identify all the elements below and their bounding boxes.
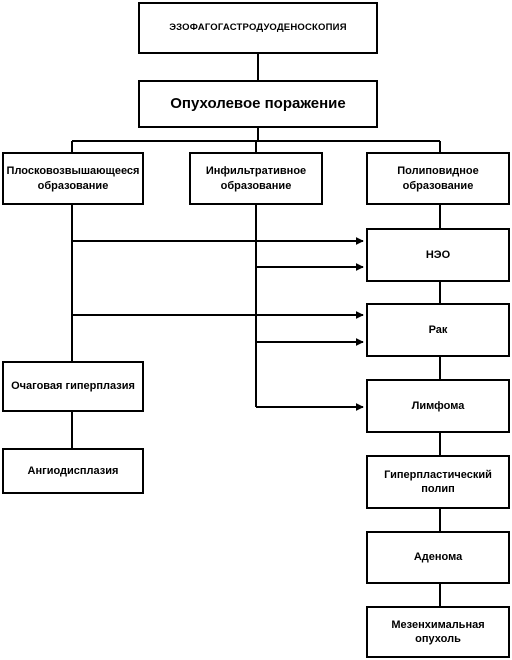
neo-node: НЭО <box>366 228 510 282</box>
tumor-lesion-node: Опухолевое поражение <box>138 80 378 128</box>
angiodysplasia-node: Ангиодисплазия <box>2 448 144 494</box>
tumor-lesion-label: Опухолевое поражение <box>170 95 346 113</box>
polypoid-node: Полиповидное образование <box>366 152 510 205</box>
infiltrative-label: Инфильтративное образование <box>205 165 307 192</box>
mesenchymal-tumor-label: Мезенхимальная опухоль <box>391 618 485 645</box>
root-node: ЭЗОФАГОГАСТРОДУОДЕНОСКОПИЯ <box>138 2 378 54</box>
cancer-node: Рак <box>366 303 510 357</box>
polypoid-label: Полиповидное образование <box>397 165 479 192</box>
focal-hyperplasia-label: Очаговая гиперплазия <box>11 380 135 393</box>
adenoma-node: Аденома <box>366 531 510 584</box>
cancer-label: Рак <box>428 323 448 336</box>
hyperplastic-polyp-label: Гиперпластический полип <box>384 468 492 495</box>
angiodysplasia-label: Ангиодисплазия <box>27 464 119 477</box>
infiltrative-node: Инфильтративное образование <box>189 152 323 205</box>
flat-elevated-node: Плосковозвышающееся образование <box>2 152 144 205</box>
hyperplastic-polyp-node: Гиперпластический полип <box>366 455 510 509</box>
adenoma-label: Аденома <box>413 551 463 564</box>
flat-elevated-label: Плосковозвышающееся образование <box>6 165 140 192</box>
neo-label: НЭО <box>425 248 451 261</box>
lymphoma-node: Лимфома <box>366 379 510 433</box>
root-label: ЭЗОФАГОГАСТРОДУОДЕНОСКОПИЯ <box>169 21 347 33</box>
lymphoma-label: Лимфома <box>411 399 465 412</box>
mesenchymal-tumor-node: Мезенхимальная опухоль <box>366 606 510 658</box>
focal-hyperplasia-node: Очаговая гиперплазия <box>2 361 144 412</box>
